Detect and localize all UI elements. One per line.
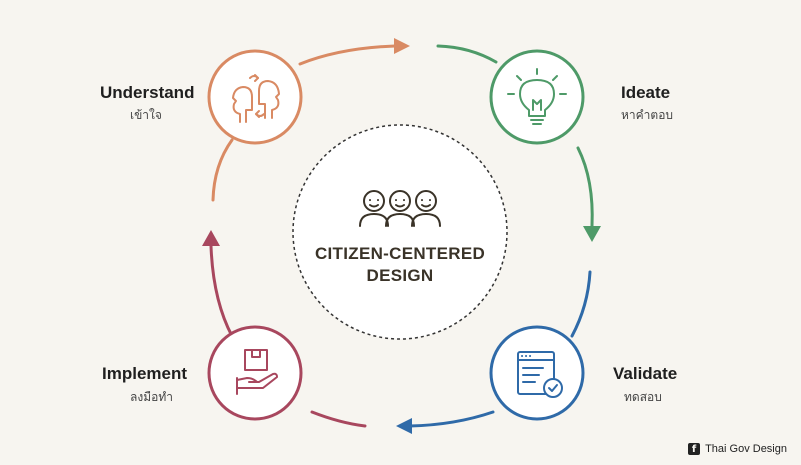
validate-circle <box>489 325 585 421</box>
step-subtitle-validate: ทดสอบ <box>624 390 662 404</box>
arc-ideate-start <box>436 44 498 64</box>
arc-understand-start <box>211 138 234 202</box>
checklist-window-icon <box>517 351 563 398</box>
step-title-understand: Understand <box>100 83 195 102</box>
step-subtitle-ideate: หาคำตอบ <box>621 108 674 122</box>
understand-circle <box>207 49 303 145</box>
three-people-icon <box>359 190 441 227</box>
step-subtitle-implement: ลงมือทำ <box>130 390 173 404</box>
center-circle <box>292 124 508 340</box>
ideate-circle <box>489 49 585 145</box>
arrowhead-implement-to-understand <box>202 230 220 246</box>
arrowhead-understand-to-ideate <box>394 38 410 54</box>
two-heads-exchange-icon <box>232 74 280 123</box>
facebook-icon: f <box>688 443 701 455</box>
step-title-implement: Implement <box>102 364 188 383</box>
step-title-validate: Validate <box>613 364 678 383</box>
brand-credit[interactable]: f Thai Gov Design <box>688 443 787 455</box>
implement-circle <box>207 325 303 421</box>
arc-understand-to-ideate <box>298 44 397 66</box>
lightbulb-icon <box>507 68 567 125</box>
arrowhead-validate-to-implement <box>396 418 412 434</box>
center-title-line2: DESIGN <box>366 266 434 285</box>
arc-implement-start <box>310 410 367 428</box>
hand-with-box-icon <box>236 349 278 395</box>
arc-validate-start <box>570 270 592 338</box>
arc-implement-to-understand <box>209 244 234 338</box>
arc-validate-to-implement <box>408 410 495 428</box>
arc-ideate-to-validate <box>576 146 594 228</box>
arrowhead-ideate-to-validate <box>583 226 601 242</box>
center-title-line1: CITIZEN-CENTERED <box>314 244 486 263</box>
step-subtitle-understand: เข้าใจ <box>130 108 162 122</box>
brand-label: Thai Gov Design <box>705 443 787 455</box>
step-title-ideate: Ideate <box>621 83 671 102</box>
